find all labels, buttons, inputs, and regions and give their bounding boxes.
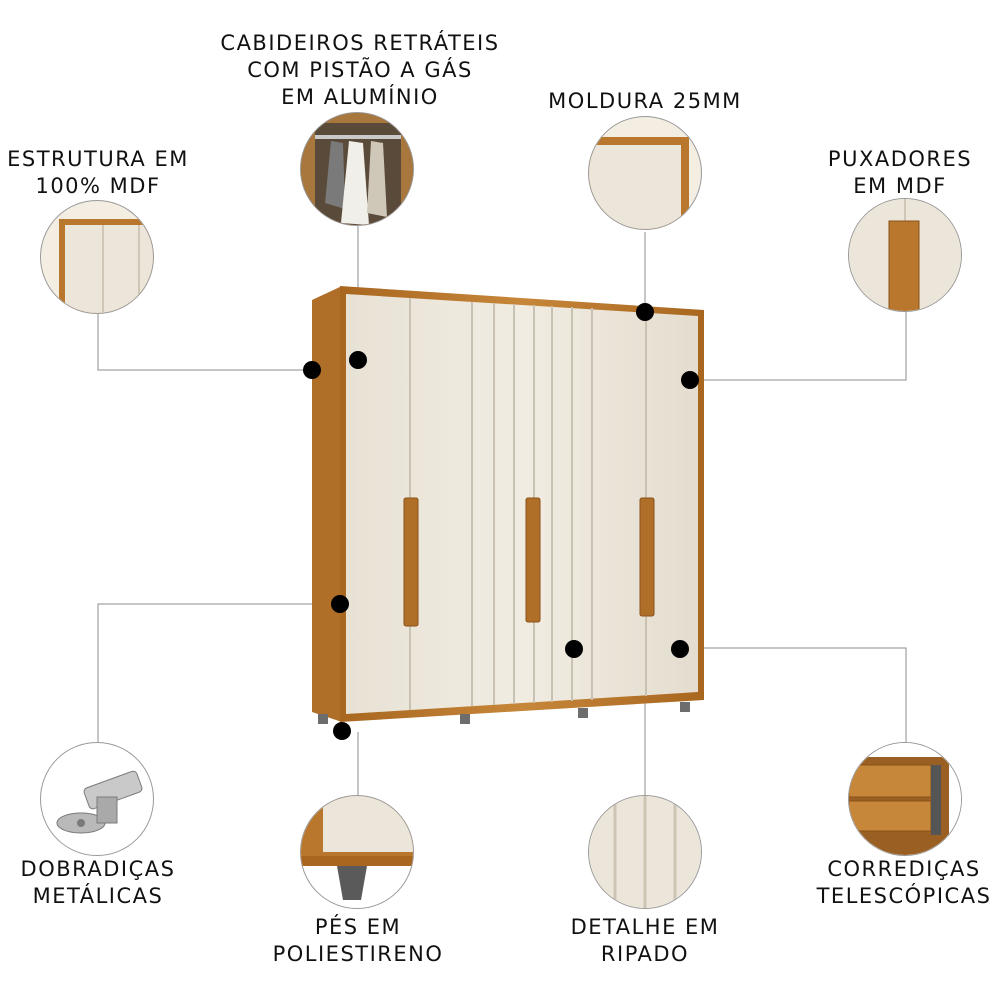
hotspot-estrutura[interactable] — [303, 361, 321, 379]
wardrobe-side-panel — [312, 286, 342, 722]
label-dobradicas: DOBRADIÇAS METÁLICAS — [20, 857, 176, 908]
hotspot-puxadores[interactable] — [681, 371, 699, 389]
leader-dobradicas — [97, 603, 340, 742]
leader-estrutura — [97, 310, 312, 371]
label-pes: PÉS EM POLIESTIRENO — [272, 915, 444, 966]
wardrobe-front — [346, 294, 698, 714]
detail-circle-dobradicas — [40, 742, 154, 856]
label-puxadores: PUXADORES EM MDF — [827, 147, 973, 198]
label-estrutura: ESTRUTURA EM 100% MDF — [7, 147, 189, 198]
handle-center — [525, 497, 541, 623]
hotspot-dobradicas[interactable] — [331, 595, 349, 613]
label-cabideiros: CABIDEIROS RETRÁTEIS COM PISTÃO A GÁS EM… — [220, 31, 500, 109]
door-divisions — [409, 298, 647, 710]
detail-circle-pes — [300, 795, 414, 909]
detail-circle-cabideiros — [300, 112, 414, 226]
detail-circle-puxadores — [848, 198, 962, 312]
handle-left — [403, 497, 419, 627]
hotspot-pes[interactable] — [333, 722, 351, 740]
detail-circle-estrutura — [40, 200, 154, 314]
label-ripado: DETALHE EM RIPADO — [570, 915, 720, 966]
detail-circle-corredicas — [848, 742, 962, 856]
hotspot-cabideiros[interactable] — [349, 351, 367, 369]
detail-circle-moldura — [588, 116, 702, 230]
wardrobe-illustration — [312, 286, 704, 724]
detail-circle-ripado — [588, 795, 702, 909]
hotspot-ripado[interactable] — [565, 640, 583, 658]
hotspot-moldura[interactable] — [636, 303, 654, 321]
wardrobe-feet — [318, 702, 690, 724]
label-moldura: MOLDURA 25MM — [548, 89, 742, 113]
label-corredicas: CORREDIÇAS TELESCÓPICAS — [816, 857, 992, 908]
hotspot-corredicas[interactable] — [671, 640, 689, 658]
leader-puxadores — [690, 312, 907, 381]
handle-right — [639, 497, 655, 617]
leader-corredicas — [680, 647, 907, 742]
